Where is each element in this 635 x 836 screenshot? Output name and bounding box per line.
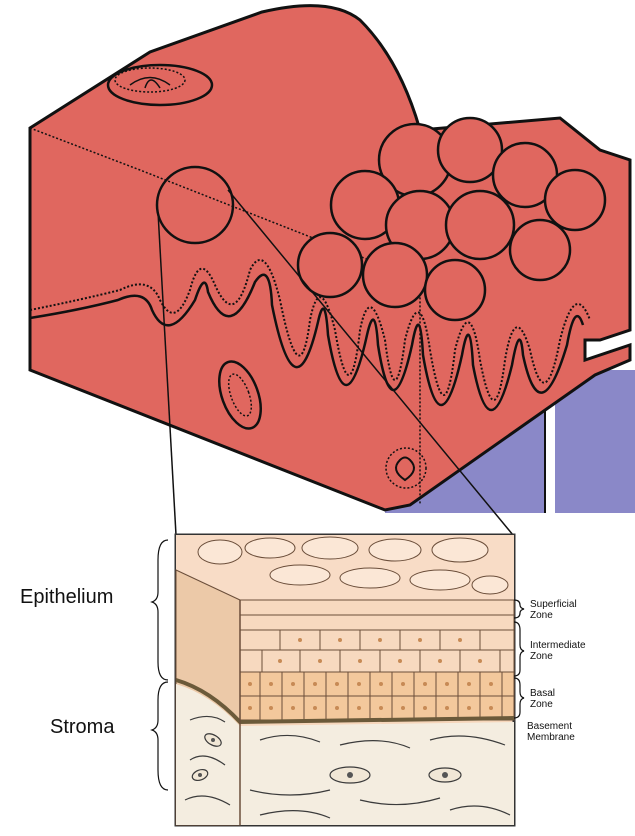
histology-inset: [176, 535, 514, 825]
label-stroma: Stroma: [50, 716, 114, 739]
label-epithelium: Epithelium: [20, 586, 113, 609]
